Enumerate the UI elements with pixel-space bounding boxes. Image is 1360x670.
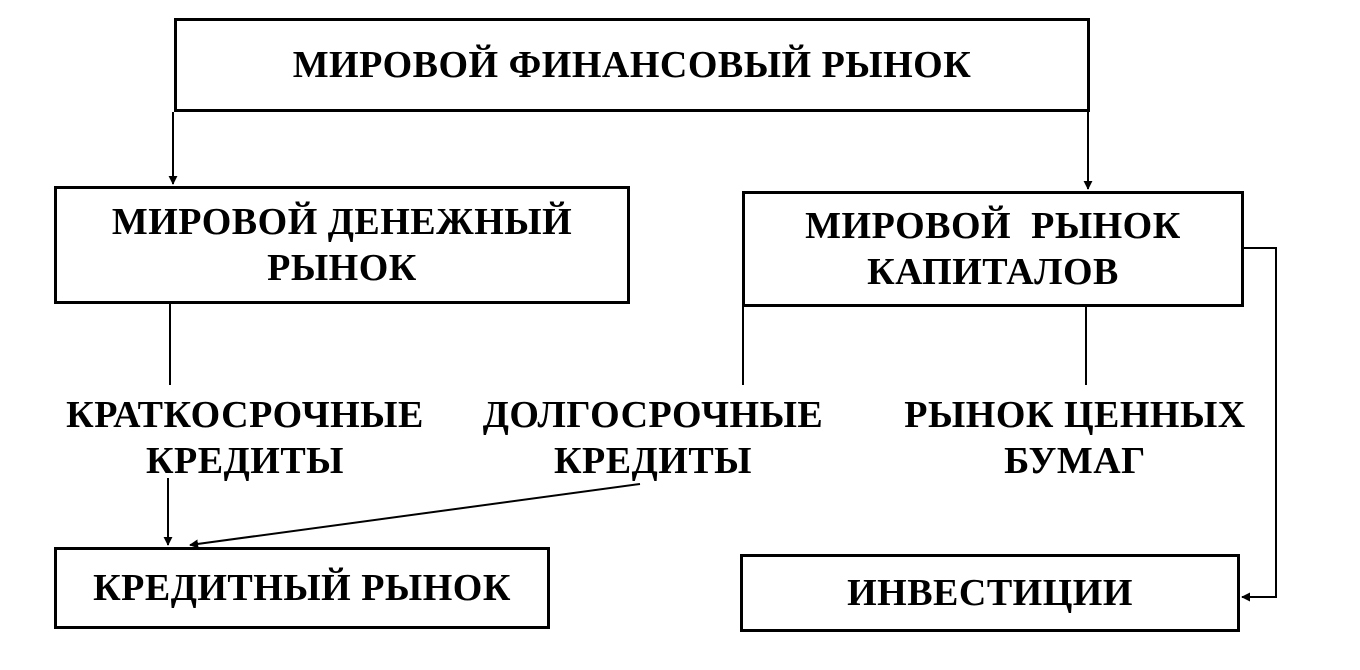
box-text-line-1: МИРОВОЙ РЫНОК: [805, 205, 1181, 247]
credit-market-box: КРЕДИТНЫЙ РЫНОК: [54, 547, 550, 629]
label-line-1: КРАТКОСРОЧНЫЕ: [66, 394, 424, 436]
label-line-1: ДОЛГОСРОЧНЫЕ: [482, 394, 824, 436]
long-term-credits-label: ДОЛГОСРОЧНЫЕ КРЕДИТЫ: [478, 392, 828, 484]
world-money-market-box: МИРОВОЙ ДЕНЕЖНЫЙ РЫНОК: [54, 186, 630, 304]
box-text: МИРОВОЙ ФИНАНСОВЫЙ РЫНОК: [292, 44, 972, 86]
label-line-1: РЫНОК ЦЕННЫХ: [904, 394, 1246, 436]
securities-market-label: РЫНОК ЦЕННЫХ БУМАГ: [890, 392, 1260, 484]
investments-box: ИНВЕСТИЦИИ: [740, 554, 1240, 632]
box-text: КРЕДИТНЫЙ РЫНОК: [93, 567, 511, 609]
arrow-capital-to-investments: [1241, 247, 1277, 602]
label-line-2: КРЕДИТЫ: [146, 440, 344, 482]
arrow-long-credits-to-credit-market: [189, 483, 641, 549]
label-line-2: КРЕДИТЫ: [554, 440, 752, 482]
world-financial-market-box: МИРОВОЙ ФИНАНСОВЫЙ РЫНОК: [174, 18, 1090, 112]
box-text: ИНВЕСТИЦИИ: [847, 572, 1133, 614]
short-term-credits-label: КРАТКОСРОЧНЫЕ КРЕДИТЫ: [40, 392, 450, 484]
box-text-line-1: МИРОВОЙ ДЕНЕЖНЫЙ: [111, 201, 573, 243]
box-text-line-2: КАПИТАЛОВ: [867, 251, 1119, 293]
box-text-line-2: РЫНОК: [267, 247, 417, 289]
label-line-2: БУМАГ: [1004, 440, 1146, 482]
world-capital-market-box: МИРОВОЙ РЫНОК КАПИТАЛОВ: [742, 191, 1244, 307]
